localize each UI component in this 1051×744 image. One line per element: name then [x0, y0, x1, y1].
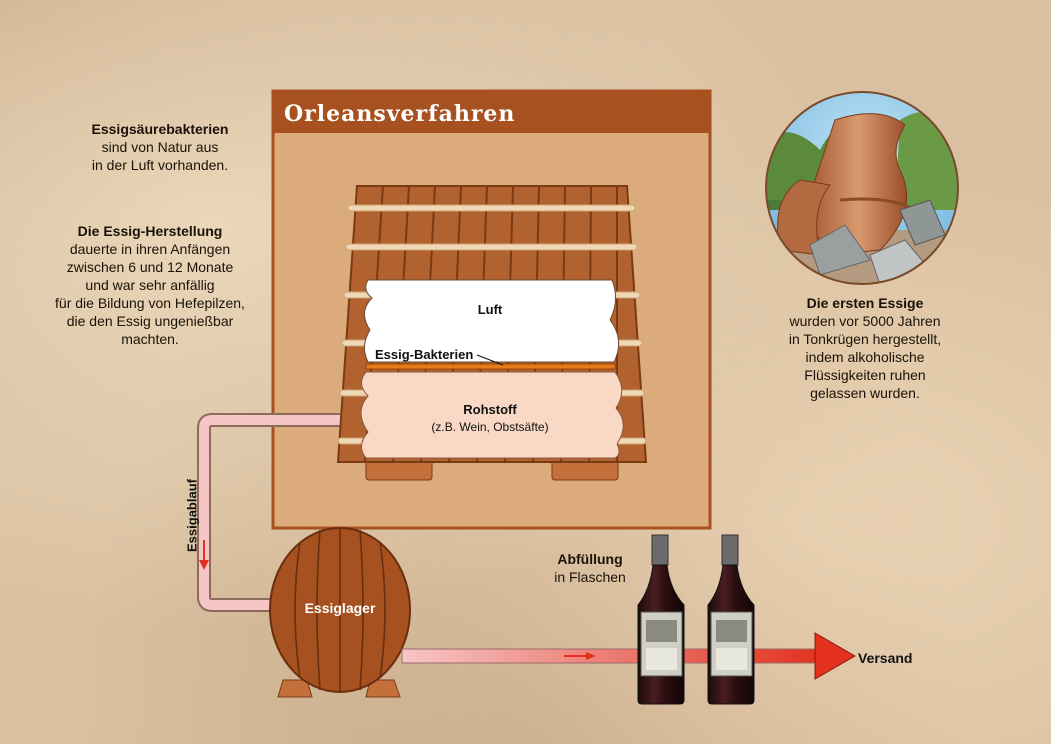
bacteria-heading: Essigsäurebakterien	[91, 121, 229, 137]
first-vinegar-line: in Tonkrügen hergestellt,	[788, 331, 942, 347]
bacteria-line: sind von Natur aus	[101, 139, 219, 155]
first-vinegar-line: Flüssigkeiten ruhen	[804, 367, 926, 383]
filling-sub: in Flaschen	[554, 569, 626, 585]
production-line: die den Essig ungenießbar	[66, 313, 234, 329]
wine-bottle-icon	[707, 534, 755, 705]
amphora-photo	[766, 92, 958, 284]
production-line: und war sehr anfällig	[85, 277, 215, 293]
production-line: für die Bildung von Hefepilzen,	[55, 295, 245, 311]
raw-label: Rohstoff	[463, 402, 517, 417]
panel-title: Orleansverfahren	[284, 101, 516, 127]
bacteria-pointer	[476, 354, 504, 366]
arrow-down-icon	[199, 540, 209, 570]
amphora-photo-frame	[765, 91, 959, 285]
storage-label: Essiglager	[304, 600, 376, 616]
barrel-icon	[269, 527, 411, 698]
fermentation-vat	[336, 185, 648, 481]
first-vinegar-line: gelassen wurden.	[810, 385, 920, 401]
production-line: machten.	[121, 331, 179, 347]
bacteria-label: Essig-Bakterien	[375, 347, 474, 362]
raw-material-zone	[360, 371, 624, 459]
panel-header	[273, 91, 710, 133]
bacteria-line: in der Luft vorhanden.	[91, 157, 229, 173]
filling-heading: Abfüllung	[557, 551, 623, 567]
filling-note: Abfüllung in Flaschen	[540, 550, 640, 586]
production-heading: Die Essig-Herstellung	[77, 223, 223, 239]
drain-pipe	[197, 413, 340, 612]
production-note: Die Essig-Herstellung dauerte in ihren A…	[35, 222, 265, 348]
production-line: dauerte in ihren Anfängen	[69, 241, 231, 257]
drain-label: Essigablauf	[184, 479, 200, 552]
air-zone	[364, 279, 620, 363]
air-label: Luft	[477, 302, 503, 317]
production-line: zwischen 6 und 12 Monate	[66, 259, 234, 275]
first-vinegar-line: indem alkoholische	[805, 349, 925, 365]
bacteria-layer	[365, 363, 616, 370]
shipping-label: Versand	[858, 650, 913, 666]
first-vinegar-note: Die ersten Essige wurden vor 5000 Jahren…	[760, 294, 970, 402]
first-vinegar-line: wurden vor 5000 Jahren	[789, 313, 941, 329]
bacteria-note: Essigsäurebakterien sind von Natur aus i…	[60, 120, 260, 174]
first-vinegar-heading: Die ersten Essige	[806, 295, 924, 311]
arrow-right-icon	[564, 632, 857, 680]
wine-bottle-icon	[637, 534, 685, 705]
raw-sublabel: (z.B. Wein, Obstsäfte)	[431, 420, 549, 434]
shipping-pipe	[401, 648, 823, 664]
